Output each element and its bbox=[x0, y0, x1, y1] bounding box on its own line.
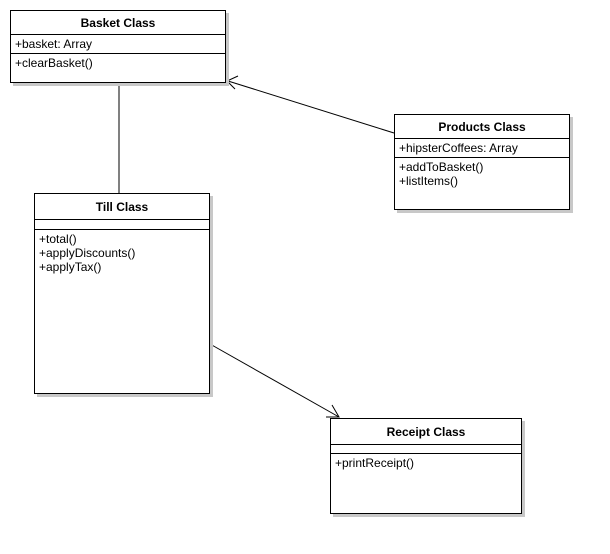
methods-section: +clearBasket() bbox=[11, 54, 225, 72]
attributes-section: +basket: Array bbox=[11, 35, 225, 54]
receipt-class-box[interactable]: Receipt Class +printReceipt() bbox=[330, 418, 522, 514]
association-till-receipt bbox=[209, 343, 340, 418]
methods-section: +printReceipt() bbox=[331, 454, 521, 472]
attributes-section bbox=[35, 220, 209, 230]
arrowhead-receipt bbox=[326, 404, 340, 418]
basket-class-box[interactable]: Basket Class +basket: Array +clearBasket… bbox=[10, 10, 226, 83]
method: +clearBasket() bbox=[15, 56, 93, 70]
association-products-basket bbox=[227, 80, 395, 134]
attribute: +hipsterCoffees: Array bbox=[399, 141, 518, 155]
class-name: Basket Class bbox=[11, 11, 225, 35]
arrowhead-basket bbox=[226, 75, 239, 90]
attributes-section bbox=[331, 445, 521, 454]
method: +applyDiscounts() bbox=[39, 246, 136, 260]
products-class-box[interactable]: Products Class +hipsterCoffees: Array +a… bbox=[394, 114, 570, 210]
methods-section: +addToBasket() +listItems() bbox=[395, 158, 569, 190]
method: +listItems() bbox=[399, 174, 459, 188]
method: +total() bbox=[39, 232, 77, 246]
method: +printReceipt() bbox=[335, 456, 415, 470]
methods-section: +total() +applyDiscounts() +applyTax() bbox=[35, 230, 209, 276]
method: +addToBasket() bbox=[399, 160, 484, 174]
class-name: Receipt Class bbox=[331, 419, 521, 445]
method: +applyTax() bbox=[39, 260, 102, 274]
class-name: Products Class bbox=[395, 115, 569, 139]
attributes-section: +hipsterCoffees: Array bbox=[395, 139, 569, 158]
class-name: Till Class bbox=[35, 194, 209, 220]
till-class-box[interactable]: Till Class +total() +applyDiscounts() +a… bbox=[34, 193, 210, 394]
attribute: +basket: Array bbox=[15, 37, 93, 51]
